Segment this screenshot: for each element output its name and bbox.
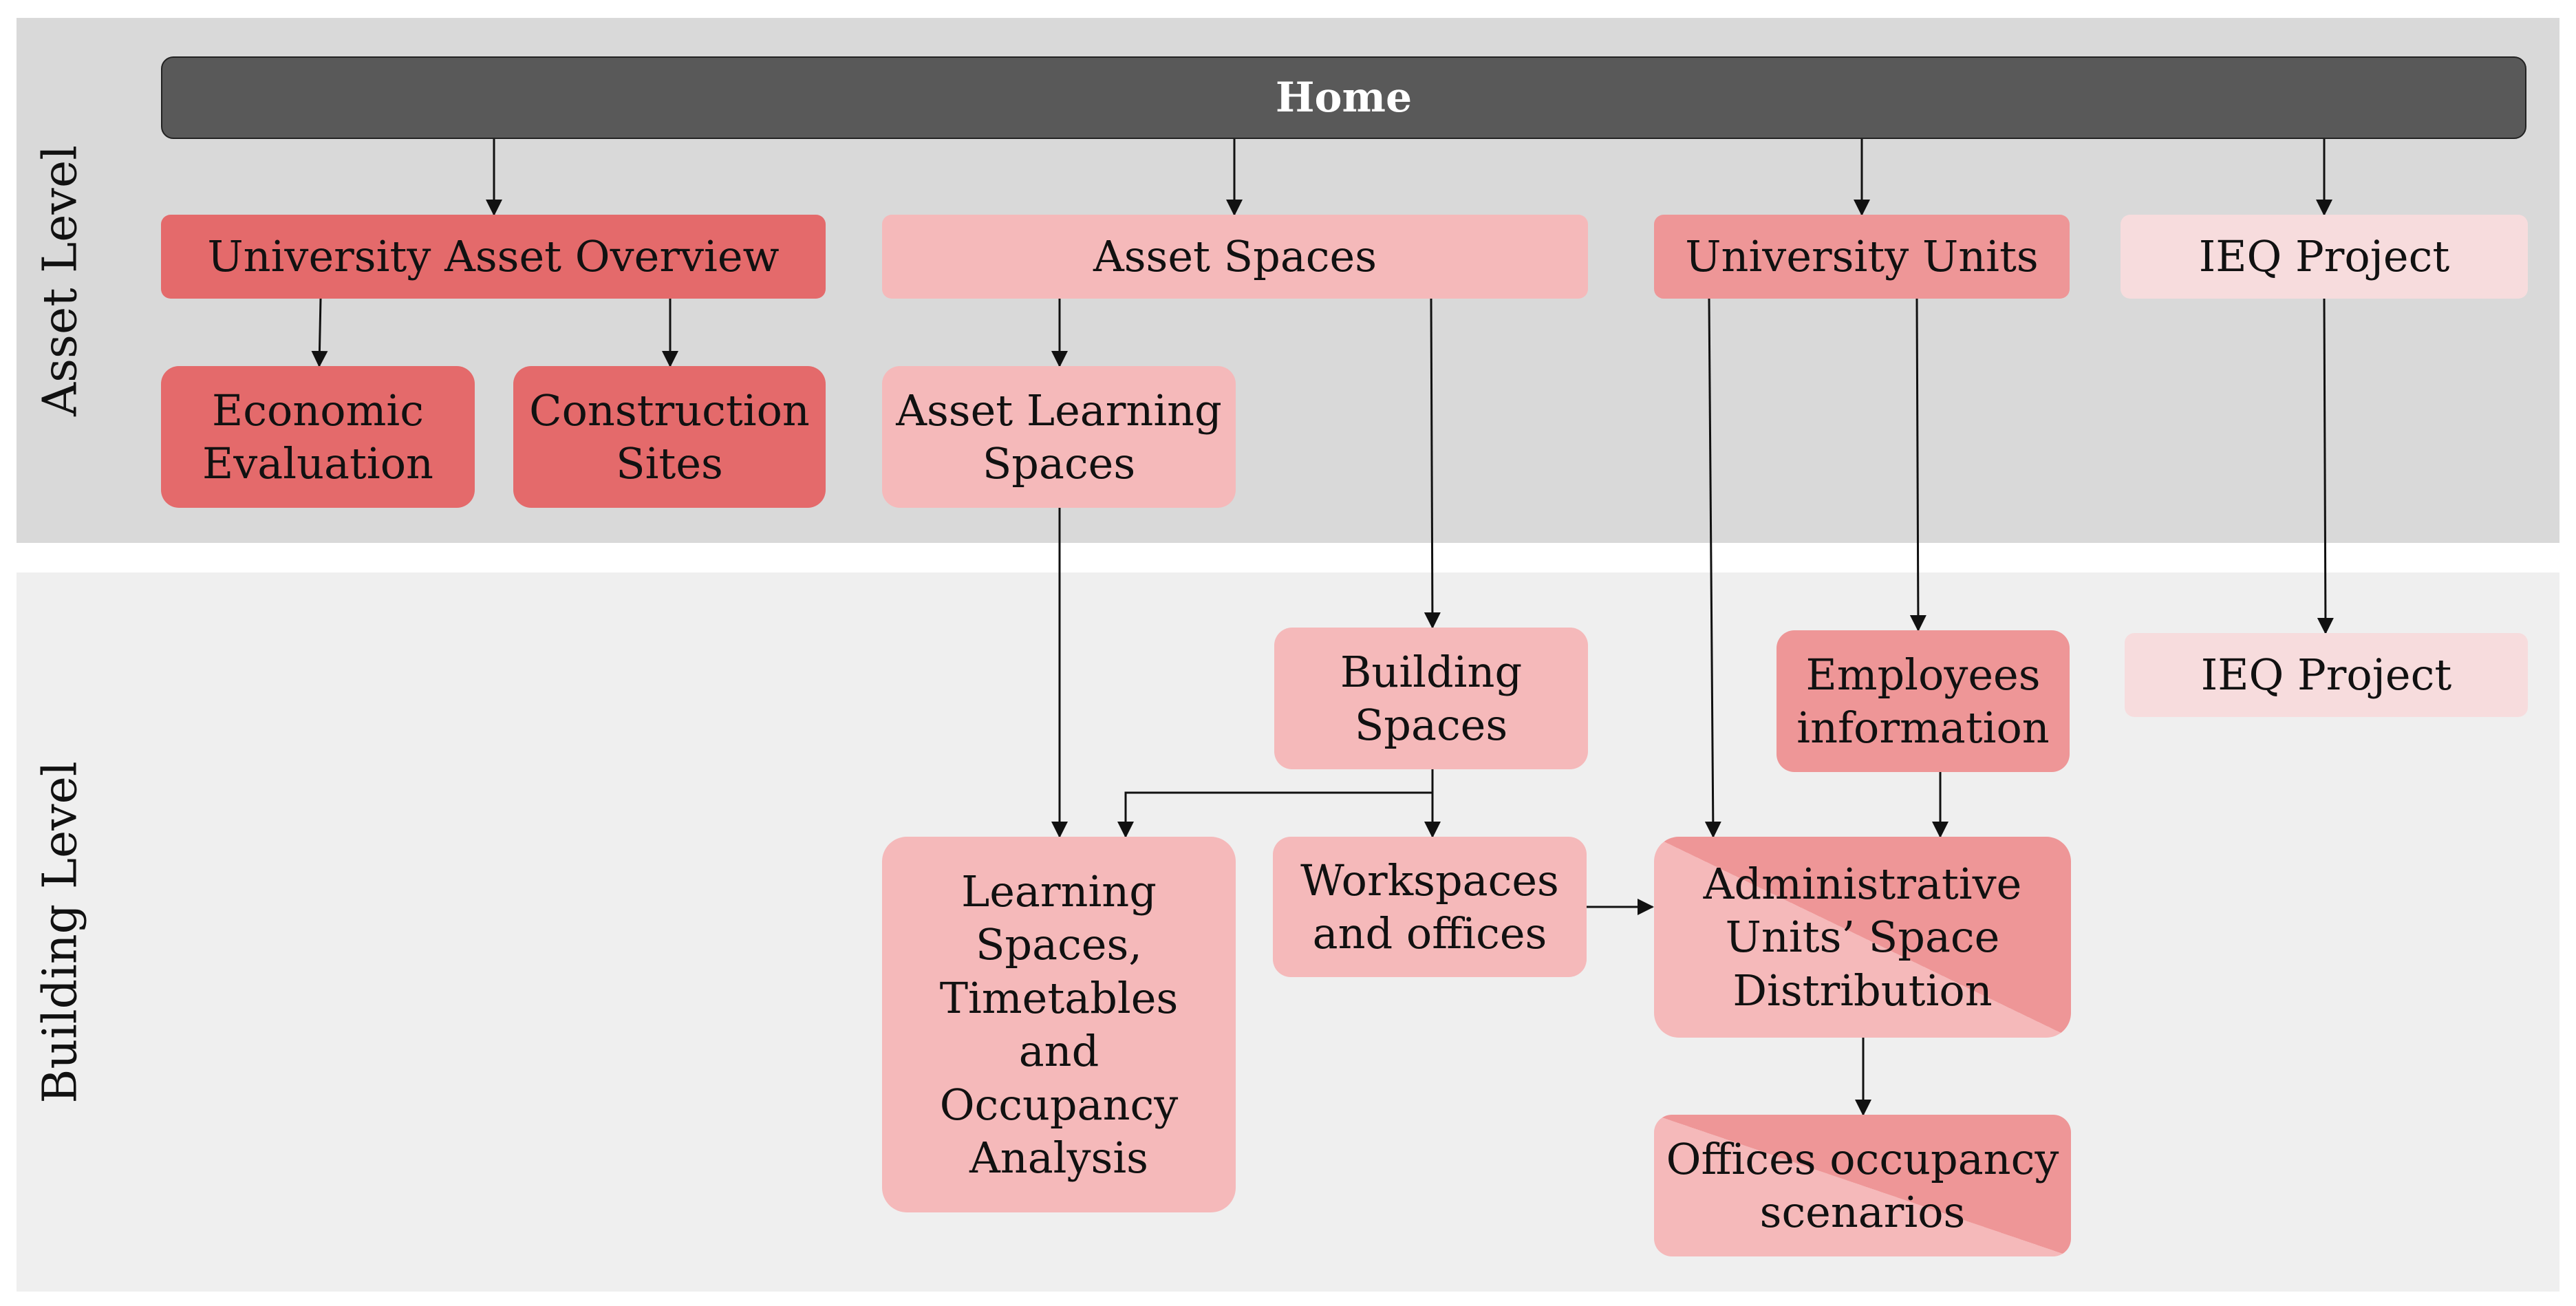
learning-spaces-analysis-label: Learning Spaces, Timetables and Occupanc… (939, 866, 1179, 1184)
ieq-project-building-label: IEQ Project (2200, 650, 2452, 700)
workspaces-offices-node[interactable]: Workspaces and offices (1273, 837, 1587, 977)
building-spaces-label: Building Spaces (1340, 646, 1523, 751)
university-units-node[interactable]: University Units (1654, 215, 2070, 299)
asset-spaces-node[interactable]: Asset Spaces (882, 215, 1588, 299)
construction-sites-label: Construction Sites (529, 385, 810, 489)
asset-learning-spaces-label: Asset Learning Spaces (896, 385, 1222, 489)
admin-space-distribution-label: Administrative Units’ Space Distribution (1703, 858, 2022, 1016)
workspaces-offices-label: Workspaces and offices (1300, 855, 1559, 959)
building-spaces-node[interactable]: Building Spaces (1274, 628, 1588, 769)
ieq-project-building-node[interactable]: IEQ Project (2125, 633, 2528, 717)
edge-overview-economic-evaluation (311, 298, 328, 367)
ieq-project-asset-label: IEQ Project (2198, 231, 2450, 282)
university-asset-overview-label: University Asset Overview (207, 231, 780, 282)
learning-spaces-analysis-node[interactable]: Learning Spaces, Timetables and Occupanc… (882, 837, 1236, 1212)
edge-ieq-project-asset-building (2317, 298, 2334, 634)
employees-information-label: Employees information (1796, 649, 2050, 753)
edge-building-spaces-learning-analysis (1117, 791, 1432, 838)
employees-information-node[interactable]: Employees information (1777, 630, 2070, 772)
home-node[interactable]: Home (161, 56, 2526, 139)
asset-spaces-label: Asset Spaces (1093, 231, 1377, 282)
university-units-label: University Units (1685, 231, 2039, 282)
home-label: Home (1275, 73, 1413, 122)
edge-university-units-admin-distribution (1704, 298, 1721, 838)
university-asset-overview-node[interactable]: University Asset Overview (161, 215, 826, 299)
economic-evaluation-label: Economic Evaluation (202, 385, 433, 489)
edge-asset-spaces-building-spaces (1424, 298, 1441, 629)
offices-occupancy-scenarios-label: Offices occupancy scenarios (1666, 1133, 2059, 1238)
asset-learning-spaces-node[interactable]: Asset Learning Spaces (882, 366, 1236, 508)
economic-evaluation-node[interactable]: Economic Evaluation (161, 366, 475, 508)
admin-space-distribution-node[interactable]: Administrative Units’ Space Distribution (1654, 837, 2071, 1038)
ieq-project-asset-node[interactable]: IEQ Project (2121, 215, 2528, 299)
construction-sites-node[interactable]: Construction Sites (513, 366, 826, 508)
offices-occupancy-scenarios-node[interactable]: Offices occupancy scenarios (1654, 1115, 2071, 1256)
edge-university-units-employees (1909, 298, 1926, 632)
